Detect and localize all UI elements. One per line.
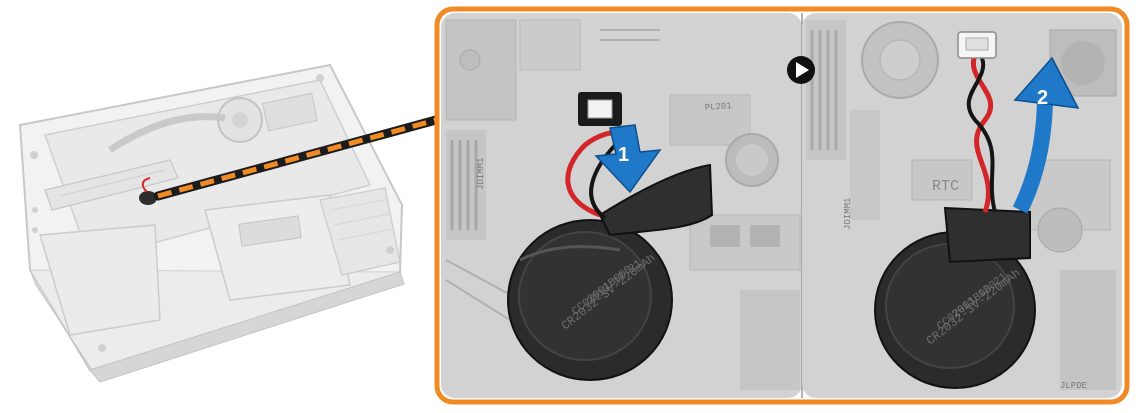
step-2-panel: RTC JDIMM1 JLPDE CR2032-3V-220mAh CC0200… xyxy=(802,13,1122,398)
board-label-jdimm1-left: JDIMM1 xyxy=(476,158,486,190)
laptop-base-overview xyxy=(20,65,404,382)
step-1-panel: PL201 JDIMM1 CR2032-3V-220mAh CC02001B00… xyxy=(441,13,802,398)
play-arrow-icon xyxy=(787,56,815,84)
board-label-pl201: PL201 xyxy=(705,101,733,113)
step-1-number: 1 xyxy=(618,144,629,166)
step-2-number: 2 xyxy=(1037,87,1048,109)
board-label-rtc: RTC xyxy=(932,178,959,195)
board-label-jdimm1-right: JDIMM1 xyxy=(843,198,853,230)
board-label-jlpde: JLPDE xyxy=(1060,381,1087,391)
